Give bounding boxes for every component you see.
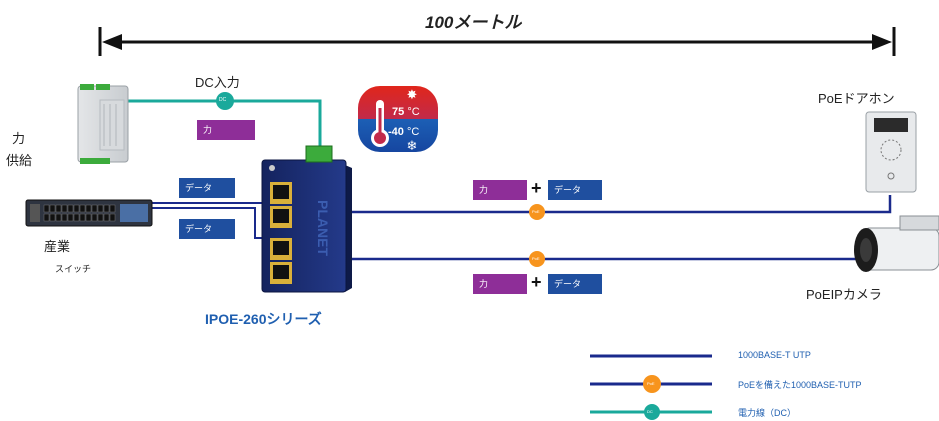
switch-port bbox=[73, 204, 80, 213]
poe1-data-tag: データ bbox=[548, 180, 602, 200]
switch-port bbox=[97, 213, 104, 222]
temp-high: 75 °C bbox=[392, 106, 420, 118]
dc-power-line bbox=[128, 99, 322, 150]
temp-high-value: 75 bbox=[392, 106, 405, 118]
poe-dot-1 bbox=[529, 204, 545, 220]
switch-port bbox=[43, 204, 50, 213]
poe1-plus: + bbox=[531, 178, 542, 198]
switch-port bbox=[91, 213, 98, 222]
poe2-badge: PoE bbox=[532, 256, 540, 261]
data-tag-2: データ bbox=[179, 219, 235, 239]
switch-port bbox=[79, 213, 86, 222]
switch-port bbox=[103, 204, 110, 213]
dc-badge-text: DC bbox=[219, 97, 227, 103]
legend-dc-dot-text: DC bbox=[647, 409, 653, 414]
data-line-2 bbox=[152, 207, 265, 239]
dc-badge-dot bbox=[216, 92, 234, 110]
switch-image bbox=[25, 199, 153, 227]
temp-low-value: -40 bbox=[388, 126, 404, 138]
power-supply-label-1: 力 bbox=[12, 131, 26, 146]
switch-port bbox=[55, 204, 62, 213]
dc-input-label: DC入力 bbox=[195, 75, 240, 90]
power-supply-label-2: 供給 bbox=[6, 153, 33, 168]
switch-port bbox=[55, 213, 62, 222]
temp-low-unit: °C bbox=[406, 126, 420, 138]
switch-port bbox=[49, 213, 56, 222]
camera-image bbox=[854, 215, 939, 272]
switch-port bbox=[109, 213, 116, 222]
switch-port bbox=[79, 204, 86, 213]
temp-low: -40 °C bbox=[388, 126, 419, 138]
switch-port bbox=[85, 213, 92, 222]
switch-port bbox=[97, 204, 104, 213]
switch-port bbox=[109, 204, 116, 213]
product-label: IPOE-260シリーズ bbox=[205, 311, 322, 327]
switch-port bbox=[91, 204, 98, 213]
svg-text:❄: ❄ bbox=[407, 138, 418, 153]
temp-high-unit: °C bbox=[407, 106, 420, 118]
switch-port bbox=[43, 213, 50, 222]
switch-port bbox=[73, 213, 80, 222]
intercom-label: PoEドアホン bbox=[818, 91, 895, 106]
poe2-data-tag: データ bbox=[548, 274, 602, 294]
switch-port bbox=[61, 204, 68, 213]
poe-dot-2 bbox=[529, 251, 545, 267]
poe2-power-tag: 力 bbox=[473, 274, 527, 294]
switch-label-2: スイッチ bbox=[55, 264, 92, 274]
distance-label: 100メートル bbox=[425, 13, 522, 32]
legend-utp-label: 1000BASE-T UTP bbox=[738, 350, 811, 360]
camera-label: PoEIPカメラ bbox=[806, 287, 882, 302]
svg-text:✸: ✸ bbox=[407, 87, 418, 102]
switch-port bbox=[103, 213, 110, 222]
poe-line-intercom bbox=[345, 195, 892, 214]
injector-brand: PLANET bbox=[315, 200, 331, 256]
power-supply-image bbox=[77, 84, 129, 164]
temperature-badge: ✸ ❄ bbox=[358, 86, 438, 153]
poe2-plus: + bbox=[531, 272, 542, 292]
switch-port bbox=[61, 213, 68, 222]
switch-port bbox=[67, 204, 74, 213]
switch-port bbox=[49, 204, 56, 213]
legend-poe-dot-text: PoE bbox=[647, 381, 655, 386]
legend-graphics bbox=[590, 354, 712, 420]
dc-power-tag: 力 bbox=[197, 120, 255, 140]
switch-label-1: 産業 bbox=[44, 239, 71, 254]
distance-arrow bbox=[98, 27, 896, 56]
legend-poe-label: PoEを備えた1000BASE-TUTP bbox=[738, 380, 862, 390]
poe1-badge: PoE bbox=[532, 209, 540, 214]
legend-dc-label: 電力線（DC） bbox=[738, 408, 796, 418]
data-tag-1: データ bbox=[179, 178, 235, 198]
intercom-image bbox=[865, 111, 917, 193]
injector-image bbox=[261, 145, 352, 293]
poe1-power-tag: 力 bbox=[473, 180, 527, 200]
switch-port bbox=[67, 213, 74, 222]
switch-port bbox=[85, 204, 92, 213]
